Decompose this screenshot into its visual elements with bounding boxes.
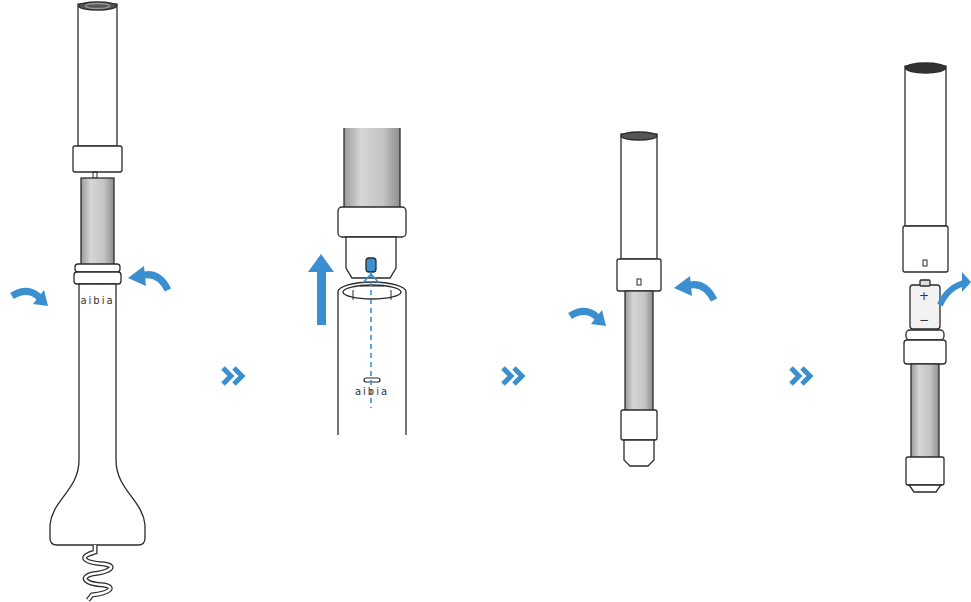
battery-polarity: +	[919, 290, 929, 302]
detach-detail	[338, 128, 406, 435]
action-arrows	[12, 254, 971, 408]
corkscrew-assembled	[50, 2, 145, 600]
battery-polarity: −	[919, 314, 929, 326]
battery-tube	[617, 132, 661, 466]
brand-logo: aibia	[355, 387, 389, 397]
battery-exchange	[903, 63, 948, 492]
brand-logo: aibia	[80, 296, 114, 306]
